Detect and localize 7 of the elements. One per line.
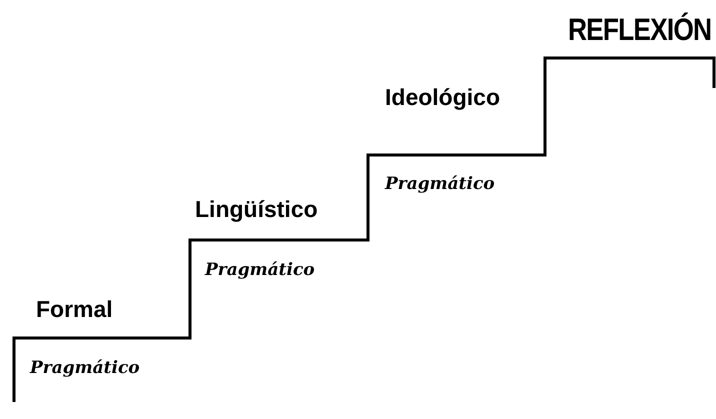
step-title: Formal bbox=[36, 298, 113, 321]
step-note: Pragmático bbox=[385, 176, 495, 193]
step-note: Pragmático bbox=[30, 360, 140, 377]
step-title: Ideológico bbox=[385, 86, 500, 109]
heading: REFLEXIÓN bbox=[568, 14, 712, 45]
step-note: Pragmático bbox=[205, 262, 315, 279]
step-title: Lingüístico bbox=[195, 198, 318, 221]
